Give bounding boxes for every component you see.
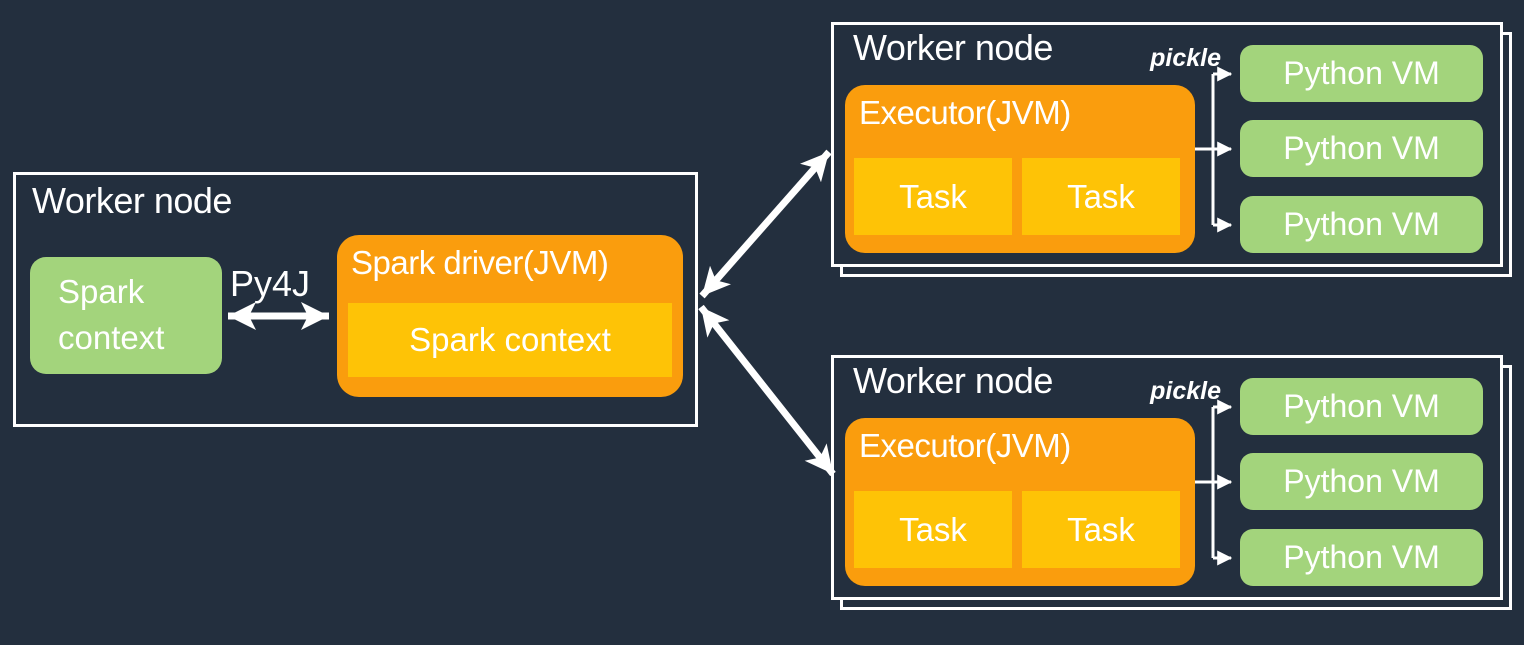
python-vm-box: Python VM <box>1240 120 1483 177</box>
python-vm-box: Python VM <box>1240 196 1483 253</box>
executor-jvm-box-1: Executor(JVM) Task Task <box>845 85 1195 253</box>
worker-node-2-title: Worker node <box>853 360 1053 401</box>
driver-node-title: Worker node <box>32 180 232 221</box>
pickle-label-1: pickle <box>1150 44 1221 72</box>
python-vm-box: Python VM <box>1240 45 1483 102</box>
spark-context-label: Spark context <box>58 273 165 356</box>
worker-node-1-title: Worker node <box>853 27 1053 68</box>
python-vm-box: Python VM <box>1240 529 1483 586</box>
executor-title-2: Executor(JVM) <box>859 427 1071 464</box>
pickle-label-2: pickle <box>1150 377 1221 405</box>
spark-driver-title: Spark driver(JVM) <box>351 244 609 281</box>
task-box: Task <box>1022 158 1180 235</box>
driver-worker-node-box: Worker node Spark context Py4J Spark dri… <box>13 172 698 427</box>
worker-node-2-group: Worker node pickle Executor(JVM) Task Ta… <box>831 355 1521 617</box>
spark-context-box: Spark context <box>30 257 222 374</box>
task-box: Task <box>854 158 1012 235</box>
driver-to-worker2-double-arrow-icon <box>698 304 836 477</box>
python-vm-box: Python VM <box>1240 378 1483 435</box>
executor-jvm-box-2: Executor(JVM) Task Task <box>845 418 1195 586</box>
executor-title-1: Executor(JVM) <box>859 94 1071 131</box>
task-box: Task <box>854 491 1012 568</box>
worker-node-1-group: Worker node pickle Executor(JVM) Task Ta… <box>831 22 1521 284</box>
driver-spark-context-box: Spark context <box>348 303 672 377</box>
py4j-label: Py4J <box>230 263 311 304</box>
python-vm-box: Python VM <box>1240 453 1483 510</box>
driver-to-worker1-double-arrow-icon <box>699 149 832 299</box>
task-box: Task <box>1022 491 1180 568</box>
spark-driver-jvm-box: Spark driver(JVM) Spark context <box>337 235 683 397</box>
